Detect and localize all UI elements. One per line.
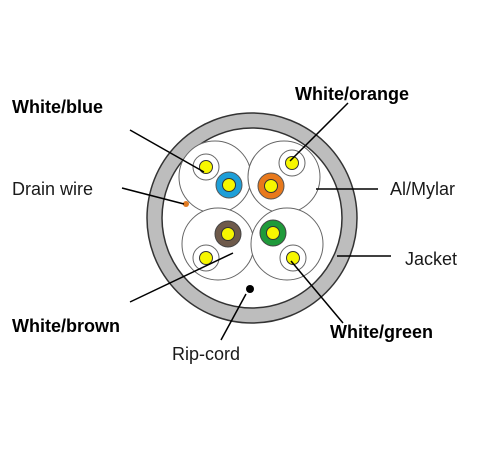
conductor-white-green [279, 244, 307, 272]
leader-white-blue [129, 129, 205, 173]
conductor-green [259, 219, 287, 247]
label-rip-cord: Rip-cord [172, 344, 241, 364]
rip-cord-dot [246, 285, 254, 293]
pair-shield-top-right [247, 140, 321, 214]
drain-wire-dot [183, 201, 189, 207]
leader-drain-wire [121, 187, 185, 205]
label-drain-wire: Drain wire [12, 179, 94, 199]
leader-white-green [290, 260, 344, 324]
conductor-white-brown [192, 244, 220, 272]
leader-rip-cord [220, 293, 247, 341]
conductor-white-orange [278, 149, 306, 177]
label-white-green: White/green [330, 322, 434, 342]
conductor-brown [214, 220, 242, 248]
conductor-white-blue [192, 153, 220, 181]
label-jacket: Jacket [405, 249, 458, 269]
label-white-blue: White/blue [12, 97, 103, 117]
conductor-blue [215, 171, 243, 199]
label-white-orange: White/orange [295, 84, 410, 104]
pair-shield-bottom-left [181, 207, 255, 281]
conductor-orange [257, 172, 285, 200]
label-white-brown: White/brown [12, 316, 120, 336]
label-al-mylar: Al/Mylar [390, 179, 456, 199]
leader-white-brown [129, 252, 234, 303]
leader-white-orange [289, 102, 349, 162]
